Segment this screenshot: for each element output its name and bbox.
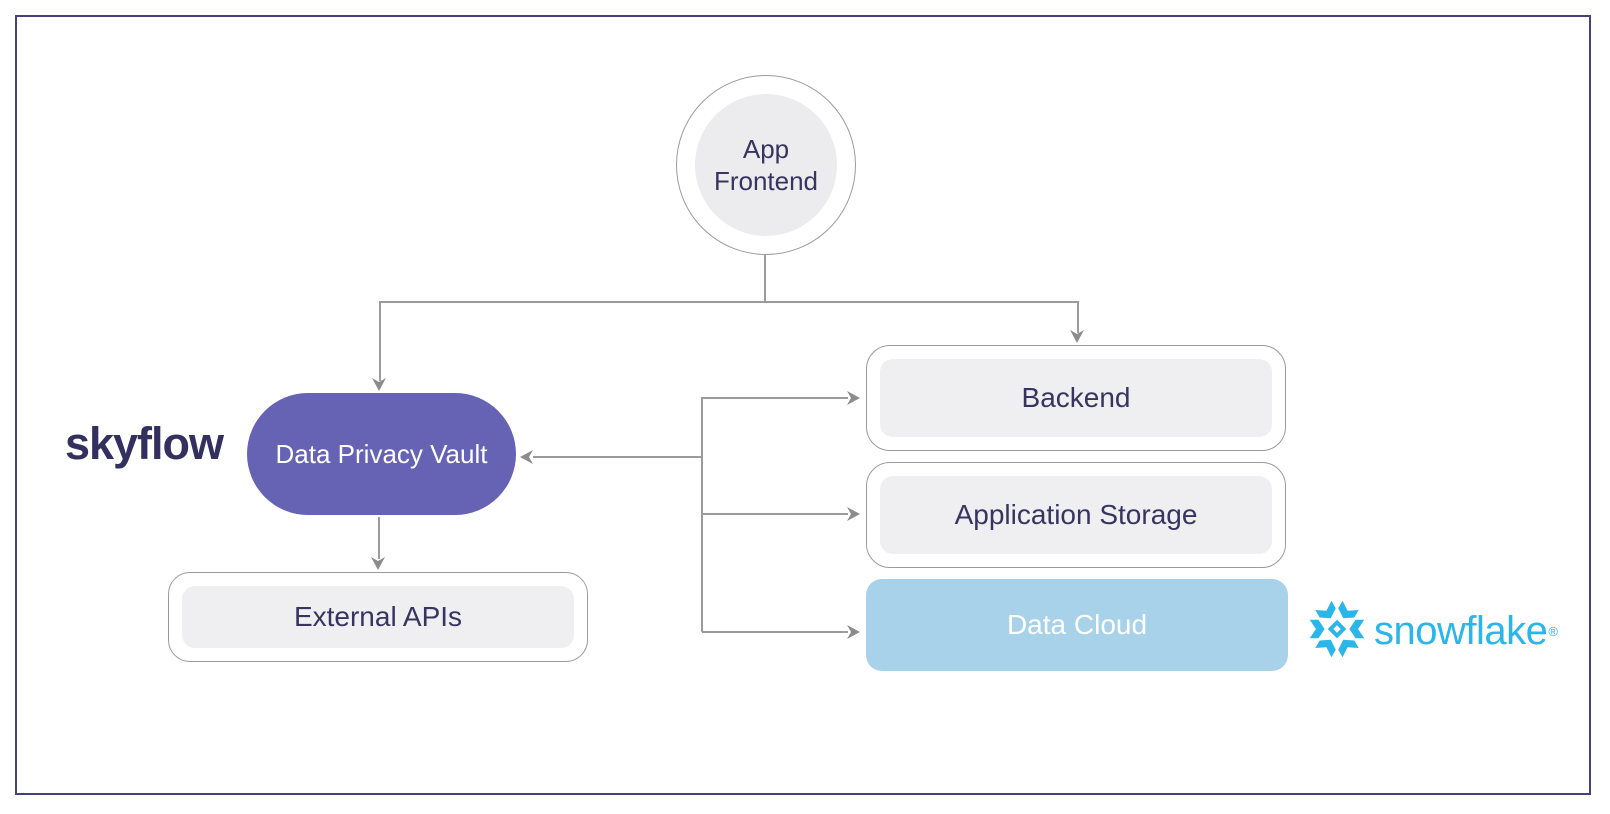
connector-trunk-to-backend [702, 397, 848, 399]
node-data-cloud: Data Cloud [866, 579, 1288, 671]
node-backend: Backend [866, 345, 1286, 451]
node-external-apis-fill: External APIs [182, 586, 574, 648]
connector-drop-to-backend [1077, 301, 1079, 333]
arrowhead-right-icon [847, 625, 861, 639]
connector-top-horizontal [380, 301, 1078, 303]
node-backend-fill: Backend [880, 359, 1272, 437]
node-external-apis-label: External APIs [293, 601, 463, 632]
node-data-privacy-vault-label: Data Privacy Vault [275, 438, 488, 469]
node-app-frontend-label: App Frontend [713, 133, 819, 197]
skyflow-logo: skyflow [64, 418, 224, 469]
connector-frontend-stem [764, 254, 766, 302]
connector-right-trunk [701, 397, 703, 632]
node-data-privacy-vault: Data Privacy Vault [247, 393, 516, 515]
node-app-frontend-fill: App Frontend [695, 94, 837, 236]
node-external-apis: External APIs [168, 572, 588, 662]
snowflake-logo: snowflake ® [1306, 598, 1558, 664]
node-backend-label: Backend [1021, 382, 1131, 413]
connector-vault-to-external-apis [378, 517, 380, 559]
arrowhead-down-icon [372, 378, 386, 392]
arrowhead-right-icon [847, 391, 861, 405]
connector-trunk-to-storage [702, 513, 848, 515]
connector-drop-to-vault [379, 301, 381, 381]
node-app-frontend: App Frontend [676, 75, 856, 255]
arrowhead-down-icon [371, 557, 385, 571]
arrowhead-right-icon [847, 507, 861, 521]
snowflake-registered-mark: ® [1548, 623, 1558, 639]
node-application-storage: Application Storage [866, 462, 1286, 568]
node-application-storage-fill: Application Storage [880, 476, 1272, 554]
arrowhead-down-icon [1070, 330, 1084, 344]
snowflake-wordmark: snowflake [1374, 608, 1548, 653]
connector-trunk-to-vault [533, 456, 702, 458]
node-application-storage-label: Application Storage [954, 499, 1198, 530]
snowflake-icon [1306, 598, 1368, 665]
arrowhead-left-icon [520, 450, 534, 464]
node-data-cloud-label: Data Cloud [1006, 609, 1148, 640]
connector-trunk-to-datacloud [702, 631, 848, 633]
